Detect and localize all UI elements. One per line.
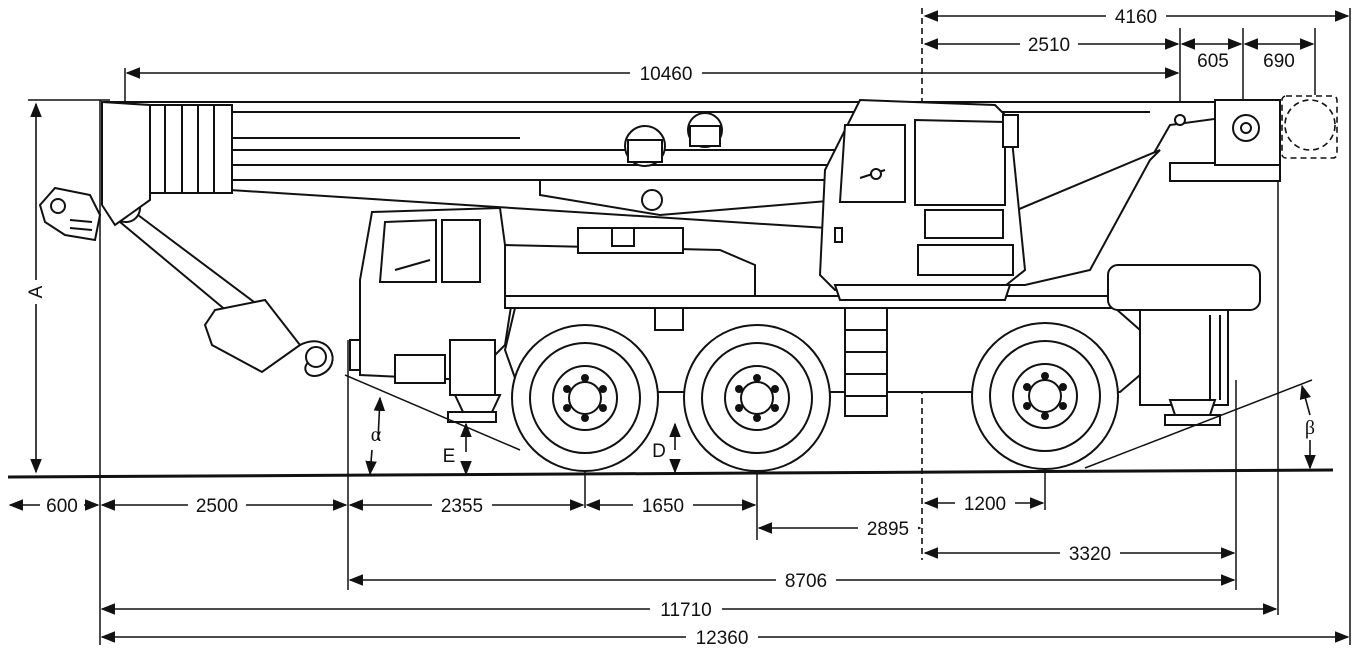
superstructure	[818, 98, 1161, 301]
dim-2895: 2895	[867, 519, 909, 540]
dim-10460: 10460	[640, 64, 693, 85]
dim-600: 600	[46, 496, 78, 517]
wheel-2	[683, 324, 831, 472]
dim-2355: 2355	[441, 496, 483, 517]
symbol-e: E	[443, 446, 456, 467]
dim-2500: 2500	[196, 496, 238, 517]
departure-angle-line	[1084, 379, 1313, 469]
dim-2510: 2510	[1028, 35, 1070, 56]
dim-1650: 1650	[642, 496, 684, 517]
carrier-cab	[359, 206, 525, 396]
hook-block	[119, 214, 334, 377]
dim-12360: 12360	[696, 628, 749, 649]
dim-1200: 1200	[964, 494, 1006, 515]
wheel-3	[971, 322, 1119, 470]
symbol-d: D	[652, 441, 666, 462]
symbol-alpha: α	[371, 424, 382, 446]
dim-8706: 8706	[785, 571, 827, 592]
dim-690: 690	[1263, 51, 1295, 72]
dim-11710: 11710	[660, 600, 711, 621]
symbol-beta: β	[1305, 417, 1315, 439]
extension-lines	[28, 8, 1351, 645]
approach-angle-line	[344, 374, 521, 451]
symbol-a: A	[26, 285, 47, 298]
ground-line	[7, 468, 1334, 479]
dim-3320: 3320	[1069, 544, 1111, 565]
boom-pivot-and-counterweight	[1107, 95, 1338, 406]
folded-jib	[38, 186, 102, 242]
dim-605: 605	[1197, 51, 1229, 72]
outriggers	[349, 339, 1221, 426]
wheel-1	[511, 324, 659, 472]
dimension-labels: 4160 2510 605 690 10460 A α E D β 600 25…	[26, 5, 1315, 649]
dim-4160: 4160	[1115, 7, 1157, 28]
